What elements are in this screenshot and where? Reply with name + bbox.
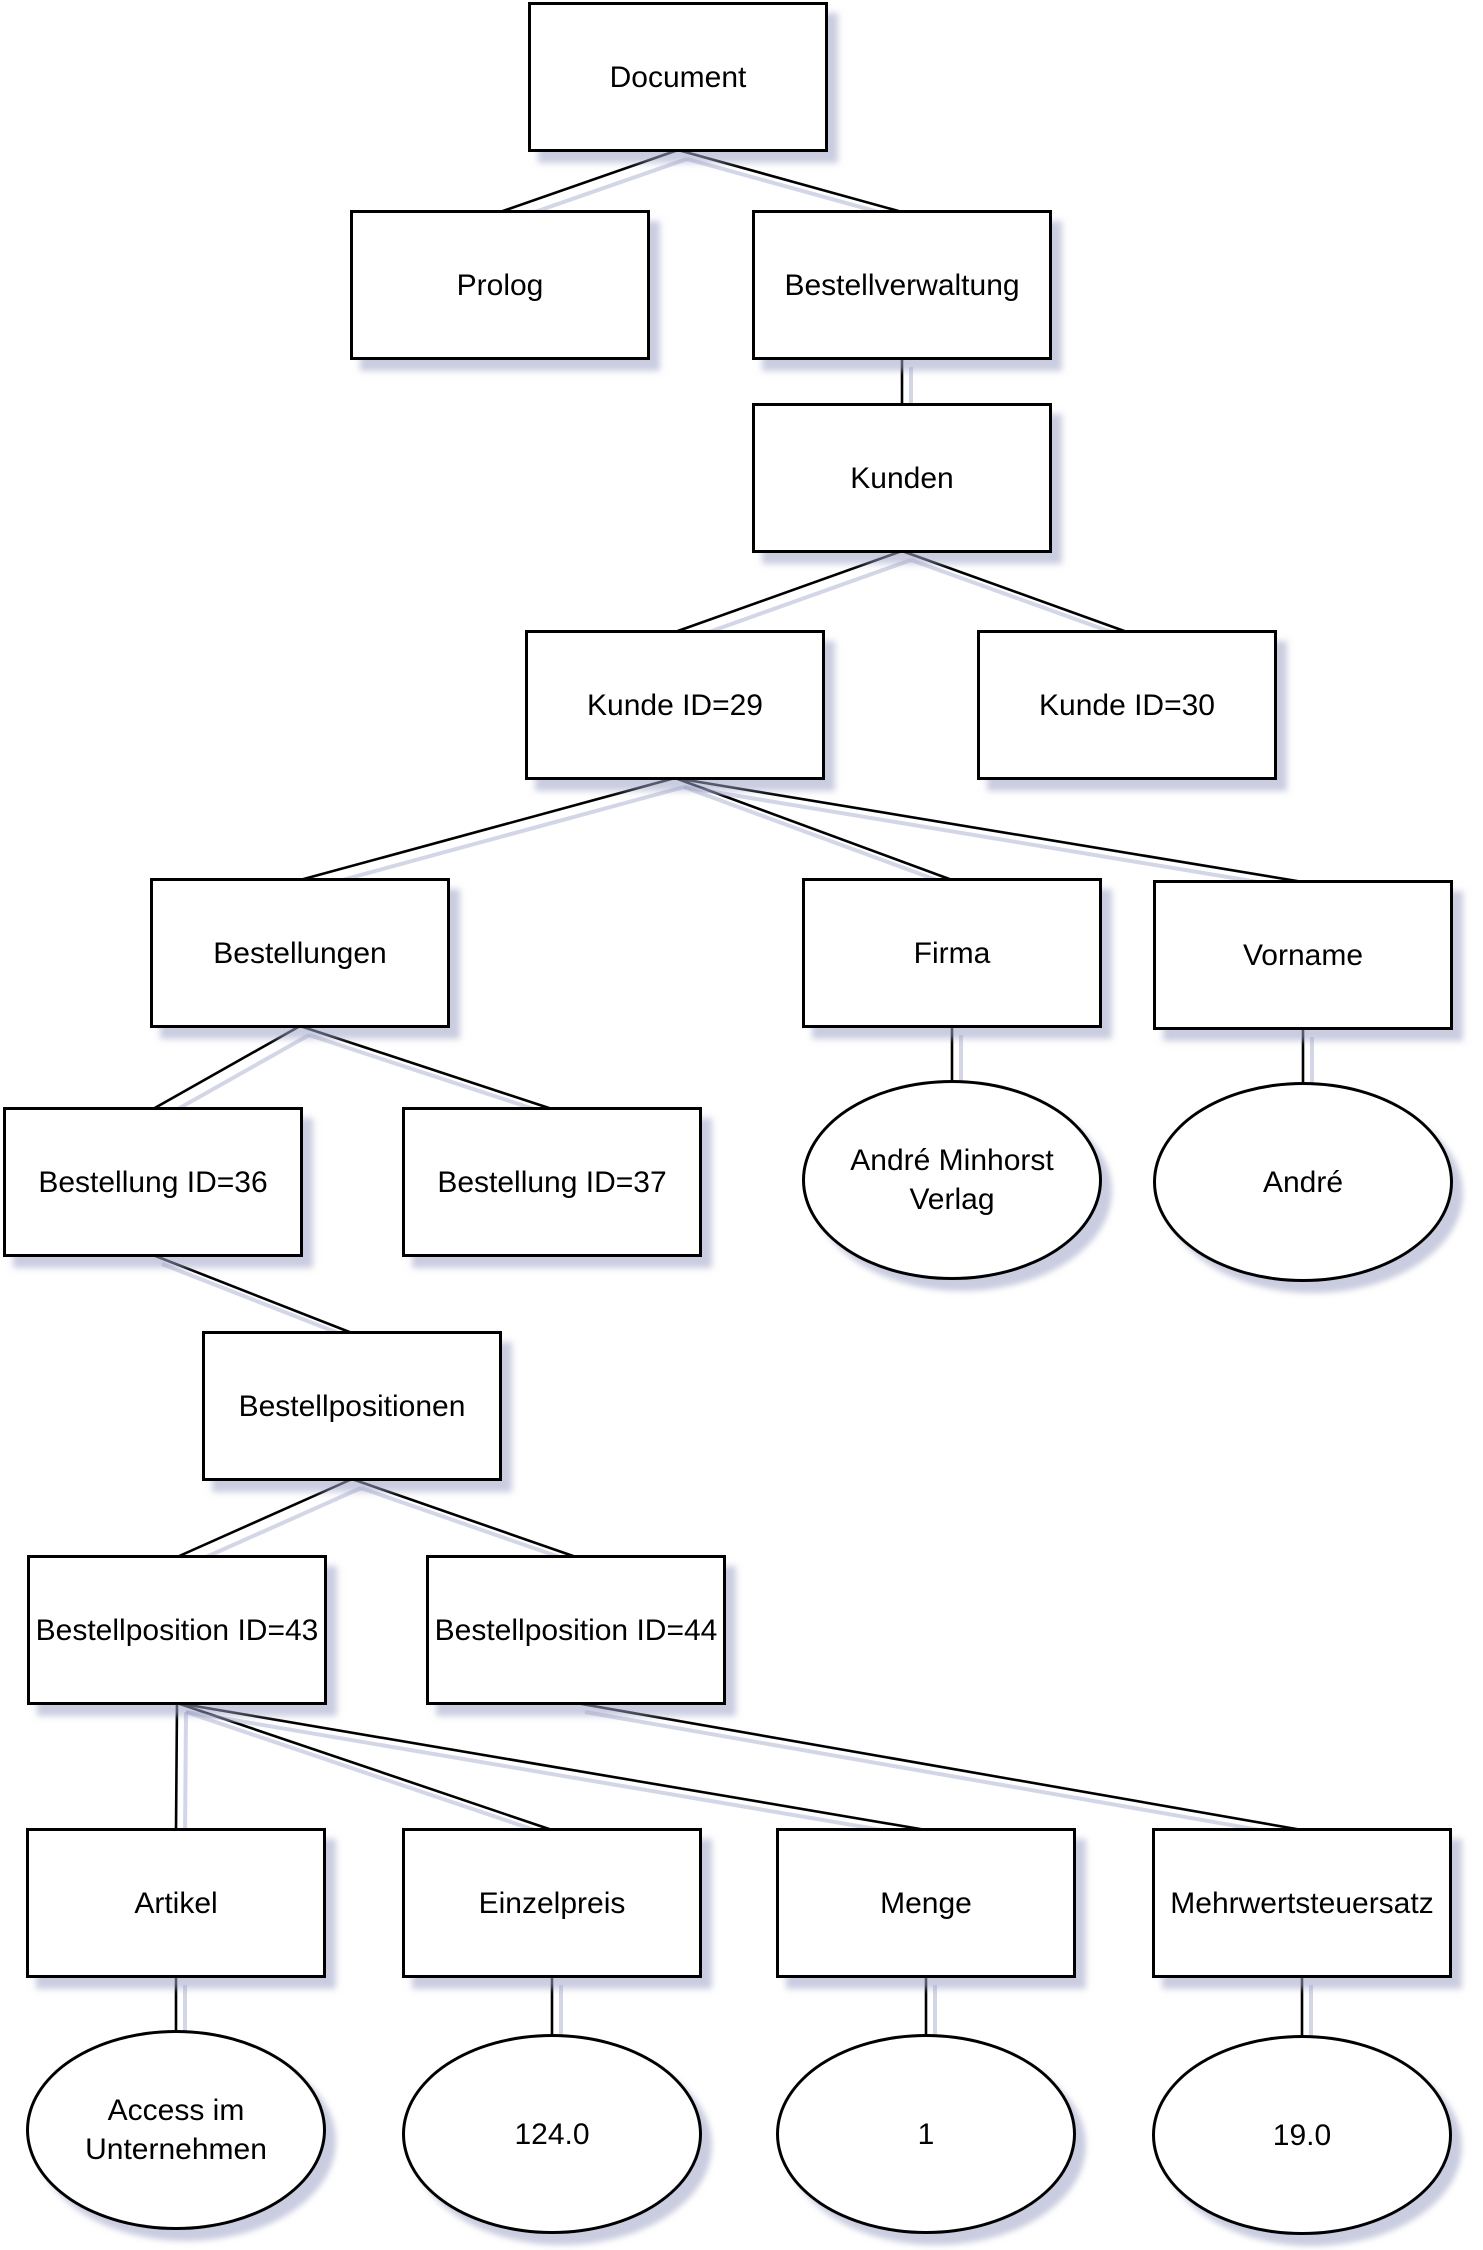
tree-node-prolog: Prolog [350, 210, 650, 360]
edge-shadow-bestellposition43-menge [185, 1710, 936, 1841]
edge-shadow-kunde29-bestellungen [308, 785, 685, 891]
tree-node-document: Document [528, 2, 828, 152]
tree-node-vorname: Vorname [1153, 880, 1453, 1030]
tree-node-bestellung36: Bestellung ID=36 [3, 1107, 303, 1257]
edge-bestellungen-bestellung37 [299, 1024, 553, 1111]
tree-node-bestellposition44: Bestellposition ID=44 [426, 1555, 726, 1705]
edge-document-prolog [499, 148, 679, 214]
edge-shadow-bestellposition43-artikel [183, 1711, 188, 1840]
tree-node-firma: Firma [802, 878, 1102, 1028]
edge-shadow-bestellung36-bestellpositionen [161, 1262, 362, 1344]
value-ellipse-einzelpreis_value: 124.0 [402, 2034, 702, 2234]
tree-node-bestellung37: Bestellung ID=37 [402, 1107, 702, 1257]
value-ellipse-menge_value: 1 [776, 2034, 1076, 2234]
edge-bestellposition44-mehrwertsteuersatz [575, 1701, 1303, 1832]
tree-node-einzelpreis: Einzelpreis [402, 1828, 702, 1978]
edge-kunde29-firma [674, 776, 953, 882]
edge-kunden-kunde29 [674, 549, 903, 634]
tree-node-kunde29: Kunde ID=29 [525, 630, 825, 780]
edge-shadow-kunde29-vorname [683, 785, 1313, 893]
edge-bestellung36-bestellpositionen [152, 1253, 353, 1335]
edge-shadow-bestellposition43-einzelpreis [185, 1710, 562, 1841]
tree-node-menge: Menge [776, 1828, 1076, 1978]
edge-kunde29-vorname [674, 776, 1304, 884]
edge-bestellpositionen-bestellposition43 [176, 1477, 353, 1559]
edge-shadow-bestellpositionen-bestellposition43 [185, 1486, 362, 1568]
value-ellipse-firma_value: André Minhorst Verlag [802, 1080, 1102, 1280]
edge-shadow-bestellpositionen-bestellposition44 [360, 1486, 586, 1568]
value-ellipse-mehrwert_value: 19.0 [1152, 2035, 1452, 2235]
tree-node-kunden: Kunden [752, 403, 1052, 553]
edge-document-bestellverwaltung [677, 148, 903, 214]
edge-bestellposition43-einzelpreis [176, 1701, 553, 1832]
tree-node-kunde30: Kunde ID=30 [977, 630, 1277, 780]
edge-kunden-kunde30 [901, 549, 1128, 634]
tree-node-mehrwertsteuersatz: Mehrwertsteuersatz [1152, 1828, 1452, 1978]
tree-node-artikel: Artikel [26, 1828, 326, 1978]
edge-kunde29-bestellungen [299, 776, 676, 882]
value-ellipse-artikel_value: Access im Unternehmen [26, 2030, 326, 2230]
edge-shadow-bestellungen-bestellung36 [161, 1033, 310, 1120]
edge-shadow-kunden-kunde29 [683, 558, 912, 643]
edge-shadow-kunden-kunde30 [910, 558, 1137, 643]
tree-node-bestellungen: Bestellungen [150, 878, 450, 1028]
edge-bestellposition43-menge [176, 1701, 927, 1832]
edge-bestellungen-bestellung36 [152, 1024, 301, 1111]
value-ellipse-vorname_value: André [1153, 1082, 1453, 1282]
tree-node-bestellposition43: Bestellposition ID=43 [27, 1555, 327, 1705]
edge-bestellpositionen-bestellposition44 [351, 1477, 577, 1559]
edge-bestellposition43-artikel [174, 1702, 179, 1831]
edge-shadow-kunde29-firma [683, 785, 962, 891]
edge-shadow-bestellposition44-mehrwertsteuersatz [584, 1710, 1312, 1841]
tree-node-bestellpositionen: Bestellpositionen [202, 1331, 502, 1481]
edge-shadow-bestellungen-bestellung37 [308, 1033, 562, 1120]
tree-node-bestellverwaltung: Bestellverwaltung [752, 210, 1052, 360]
